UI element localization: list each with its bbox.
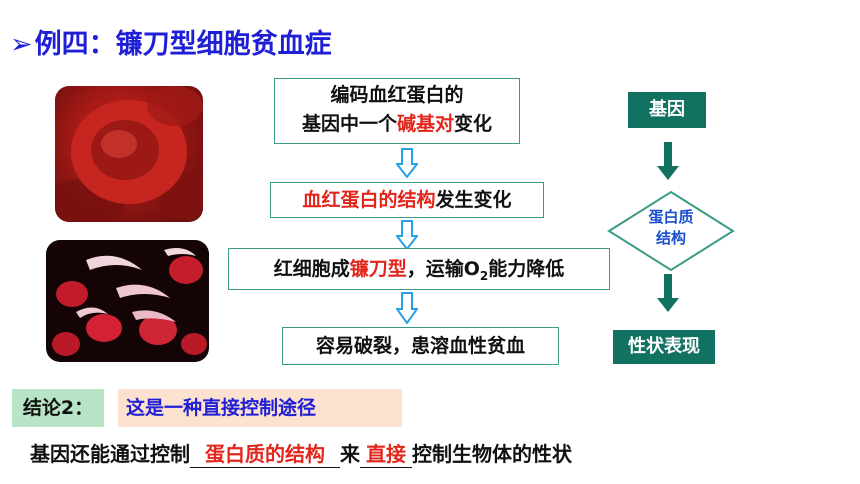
gene-label: 基因 xyxy=(628,92,706,128)
red-blood-cell-image xyxy=(55,86,203,222)
protein-label-line1: 蛋白质 xyxy=(648,208,694,226)
down-arrow-icon xyxy=(396,220,418,250)
fill-blank-2: 直接 xyxy=(360,438,412,468)
down-arrow-icon xyxy=(396,292,418,324)
protein-structure-box: 血红蛋白的结构发生变化 xyxy=(270,182,544,218)
box1-text-b: 变化 xyxy=(454,113,493,135)
sickle-cell-image xyxy=(46,240,209,362)
summary-sentence: 基因还能通过控制蛋白质的结构来直接控制生物体的性状 xyxy=(30,438,572,468)
fill-blank-1: 蛋白质的结构 xyxy=(190,438,340,468)
box3-highlight: 镰刀型 xyxy=(349,258,407,280)
bullet-arrow-icon: ➢ xyxy=(10,29,33,60)
title-text: 例四：镰刀型细胞贫血症 xyxy=(34,29,332,60)
conclusion-text: 这是一种直接控制途径 xyxy=(118,389,402,427)
box3-subscript: 2 xyxy=(479,268,489,283)
hemolytic-anemia-box: 容易破裂，患溶血性贫血 xyxy=(282,327,559,365)
conclusion-label: 结论2： xyxy=(12,389,104,427)
box4-text: 容易破裂，患溶血性贫血 xyxy=(315,335,525,357)
box2-text: 发生变化 xyxy=(435,189,512,211)
box1-text-a: 基因中一个 xyxy=(301,113,397,135)
protein-structure-label: 蛋白质 结构 xyxy=(630,207,712,249)
box3-text-a: 红细胞成 xyxy=(273,258,350,280)
box1-line2: 基因中一个碱基对变化 xyxy=(275,110,519,139)
down-arrow-icon xyxy=(396,148,418,178)
down-arrow-icon xyxy=(657,274,679,312)
protein-structure-diamond xyxy=(607,190,735,272)
box3-text-c: 能力降低 xyxy=(488,258,565,280)
sickle-cell-box: 红细胞成镰刀型，运输O2能力降低 xyxy=(228,248,610,290)
slide-title: ➢例四：镰刀型细胞贫血症 xyxy=(10,22,332,61)
box1-highlight: 碱基对 xyxy=(396,113,454,135)
down-arrow-icon xyxy=(657,142,679,180)
protein-label-line2: 结构 xyxy=(655,229,686,247)
box1-line1: 编码血红蛋白的 xyxy=(330,84,464,106)
box2-highlight: 血红蛋白的结构 xyxy=(302,189,436,211)
sentence-part-a: 基因还能通过控制 xyxy=(30,442,190,466)
box3-text-b: ，运输O xyxy=(406,258,480,280)
sentence-part-b: 来 xyxy=(340,442,360,466)
gene-change-box: 编码血红蛋白的 基因中一个碱基对变化 xyxy=(274,78,520,144)
trait-label: 性状表现 xyxy=(613,330,715,364)
sentence-part-c: 控制生物体的性状 xyxy=(412,442,572,466)
